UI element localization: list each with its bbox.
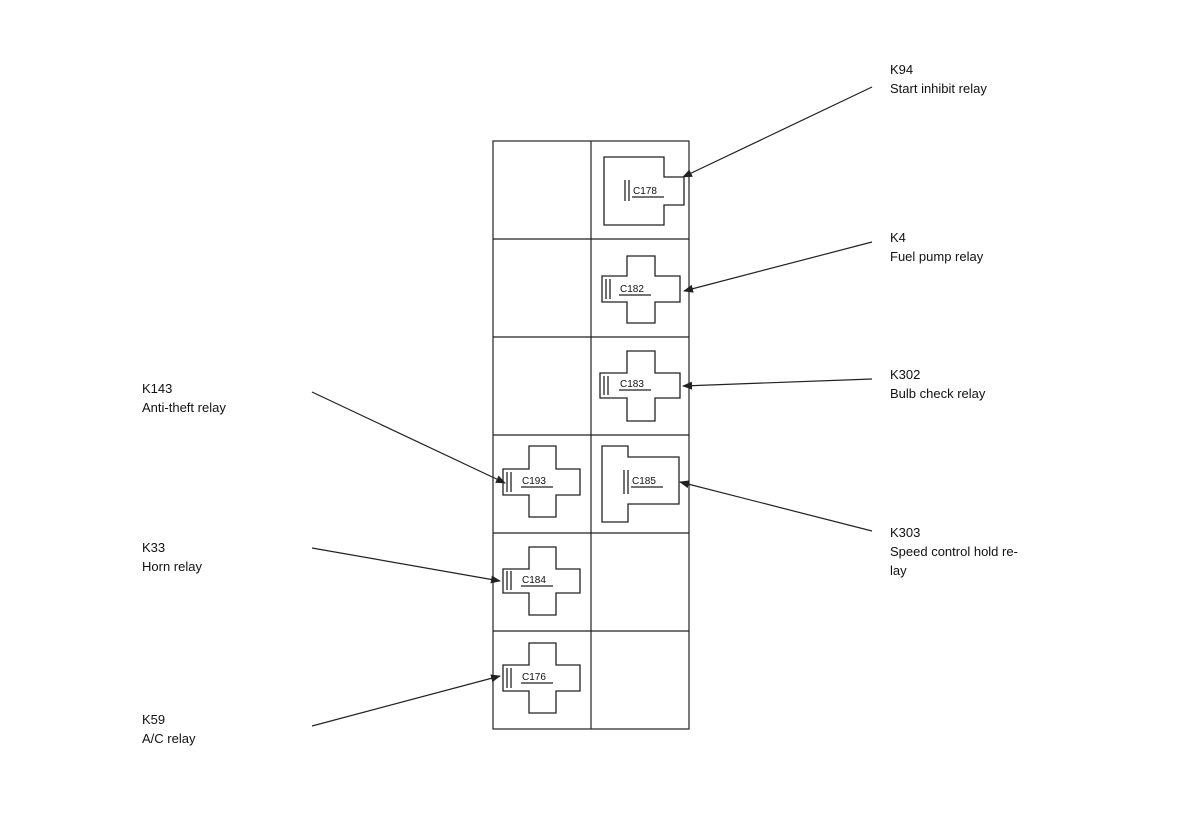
relay-connector-c182: C182 [601, 255, 681, 324]
relay-box-grid [492, 140, 690, 730]
relay-name: Bulb check relay [890, 386, 986, 401]
leader-k59 [311, 674, 501, 727]
relay-connector-c193: C193 [502, 445, 581, 518]
leader-k303 [679, 480, 873, 532]
connector-label: C176 [522, 672, 546, 683]
relay-name: Anti-theft relay [142, 400, 226, 415]
relay-name: Horn relay [142, 559, 202, 574]
relay-code: K302 [890, 367, 921, 382]
relay-name: A/C relay [142, 731, 196, 746]
relay-connector-c176: C176 [502, 642, 581, 714]
leader-k94 [682, 86, 873, 178]
leader-k4 [683, 241, 873, 293]
relay-code: K94 [890, 62, 914, 77]
connector-label: C193 [522, 476, 546, 487]
relay-connector-c183: C183 [599, 350, 681, 422]
leader-k302 [682, 378, 873, 390]
leader-lines [311, 86, 873, 727]
relay-label-k4: K4 Fuel pump relay [890, 228, 983, 266]
connector-label: C182 [620, 284, 644, 295]
relay-label-k303: K303 Speed control hold re- lay [890, 523, 1018, 580]
relay-code: K33 [142, 540, 166, 555]
relay-connector-c178: C178 [603, 156, 685, 226]
connector-label: C184 [522, 575, 546, 586]
relay-label-k33: K33 Horn relay [142, 538, 202, 576]
leader-k33 [311, 547, 501, 584]
relay-name: Fuel pump relay [890, 249, 984, 264]
relay-name: Start inhibit relay [890, 81, 987, 96]
relay-name-continued: lay [890, 563, 907, 578]
relay-label-k94: K94 Start inhibit relay [890, 60, 987, 98]
relay-code: K4 [890, 230, 906, 245]
relay-code: K59 [142, 712, 166, 727]
relay-code: K143 [142, 381, 173, 396]
relay-label-k302: K302 Bulb check relay [890, 365, 985, 403]
relay-code: K303 [890, 525, 921, 540]
connector-label: C185 [632, 476, 656, 487]
relay-name: Speed control hold re- [890, 544, 1018, 559]
connector-label: C183 [620, 379, 644, 390]
leader-k143 [311, 391, 506, 484]
relay-label-k59: K59 A/C relay [142, 710, 195, 748]
relay-connector-c185: C185 [601, 445, 680, 523]
relay-connector-c184: C184 [502, 546, 581, 616]
connector-label: C178 [633, 186, 657, 197]
relay-label-k143: K143 Anti-theft relay [142, 379, 226, 417]
